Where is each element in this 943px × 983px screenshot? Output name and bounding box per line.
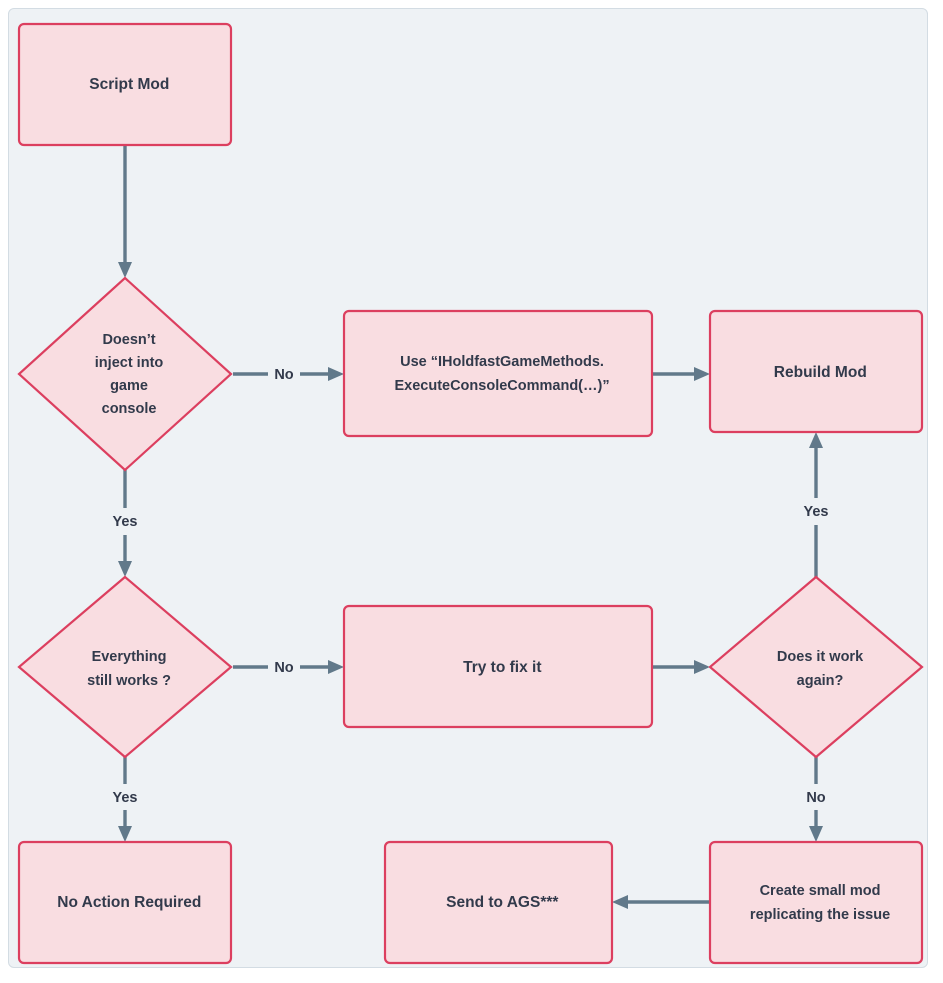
node-does-it-work-again-label-line-2: again? — [797, 673, 844, 689]
node-use-iholdfast-label-line-2: ExecuteConsoleCommand(…)” — [394, 378, 609, 394]
svg-text:Use “IHoldfastGameMethods.: Use “IHoldfastGameMethods. — [364, 354, 632, 370]
svg-text:Try to fix it: Try to fix it — [424, 659, 571, 676]
node-doesnt-inject-label-line-3: game — [110, 378, 148, 394]
node-try-to-fix-label-line-1: Try to fix it — [463, 659, 541, 676]
node-create-small-mod-label-line-2: replicating the issue — [750, 907, 890, 923]
edge-label-works-yes: Yes — [113, 790, 138, 806]
svg-text:ExecuteConsoleCommand(…)”: ExecuteConsoleCommand(…)” — [358, 378, 638, 394]
node-no-action-required-label-line-1: No Action Required — [57, 894, 201, 911]
svg-text:Script Mod: Script Mod — [50, 76, 199, 93]
node-does-it-work-again-label-line-1: Does it work — [777, 649, 864, 665]
edge-label-again-yes: Yes — [804, 504, 829, 520]
svg-text:No Action Required: No Action Required — [18, 894, 231, 911]
node-rebuild-mod-label-line-1: Rebuild Mod — [774, 364, 867, 381]
diagram-frame — [8, 8, 928, 968]
edge-doesnt-inject-to-everything-works: Yes — [113, 470, 138, 577]
edge-try-to-fix-to-does-it-work-again — [652, 660, 710, 674]
svg-text:game: game — [74, 378, 176, 394]
node-doesnt-inject-label-line-1: Doesn’t — [102, 332, 155, 348]
svg-text:Everything: Everything — [55, 649, 194, 665]
svg-text:Rebuild Mod: Rebuild Mod — [735, 364, 897, 381]
node-rebuild-mod[interactable]: Rebuild Mod — [708, 309, 924, 434]
node-no-action-required[interactable]: No Action Required — [17, 840, 233, 965]
node-send-to-ags[interactable]: Send to AGS*** — [383, 840, 614, 965]
edge-label-again-no: No — [806, 790, 825, 806]
edge-create-small-mod-to-send-to-ags — [612, 895, 710, 909]
node-send-to-ags-label-line-1: Send to AGS*** — [446, 894, 559, 911]
edge-does-it-work-again-to-rebuild-mod: Yes — [804, 432, 829, 577]
edge-label-inject-no: No — [274, 367, 293, 383]
node-use-iholdfast[interactable]: Use “IHoldfastGameMethods. ExecuteConsol… — [342, 309, 654, 438]
node-doesnt-inject-label-line-4: console — [102, 401, 157, 417]
node-everything-works-label-line-1: Everything — [92, 649, 167, 665]
svg-text:Does it work: Does it work — [741, 649, 892, 665]
edge-use-iholdfast-to-rebuild-mod — [652, 367, 710, 381]
node-try-to-fix[interactable]: Try to fix it — [342, 604, 654, 729]
svg-text:still works ?: still works ? — [51, 673, 199, 689]
node-everything-works-label-line-2: still works ? — [87, 673, 171, 689]
edge-everything-works-to-try-to-fix: No — [233, 660, 344, 676]
edge-does-it-work-again-to-create-small-mod: No — [806, 757, 826, 842]
node-script-mod-label-line-1: Script Mod — [89, 76, 169, 93]
node-doesnt-inject[interactable]: Doesn’t inject into game console — [17, 276, 233, 472]
svg-text:Create small mod: Create small mod — [723, 883, 908, 899]
svg-text:Send to AGS***: Send to AGS*** — [407, 894, 588, 911]
node-everything-works[interactable]: Everything still works ? — [17, 575, 233, 759]
svg-text:console: console — [65, 401, 184, 417]
edge-label-inject-yes: Yes — [113, 514, 138, 530]
edge-script-mod-to-doesnt-inject — [118, 145, 132, 278]
node-script-mod[interactable]: Script Mod — [17, 22, 233, 147]
node-doesnt-inject-label-line-2: inject into — [95, 355, 164, 371]
node-use-iholdfast-label-line-1: Use “IHoldfastGameMethods. — [400, 354, 604, 370]
svg-text:Doesn’t: Doesn’t — [66, 332, 184, 348]
svg-text:again?: again? — [760, 673, 871, 689]
edge-everything-works-to-no-action-required: Yes — [113, 757, 138, 842]
edge-label-works-no: No — [274, 660, 293, 676]
node-create-small-mod-label-line-1: Create small mod — [760, 883, 881, 899]
node-create-small-mod[interactable]: Create small mod replicating the issue — [708, 840, 924, 965]
node-does-it-work-again[interactable]: Does it work again? — [708, 575, 924, 759]
svg-text:replicating the issue: replicating the issue — [714, 907, 919, 923]
svg-text:inject into: inject into — [59, 355, 192, 371]
edge-doesnt-inject-to-use-iholdfast: No — [233, 367, 344, 383]
